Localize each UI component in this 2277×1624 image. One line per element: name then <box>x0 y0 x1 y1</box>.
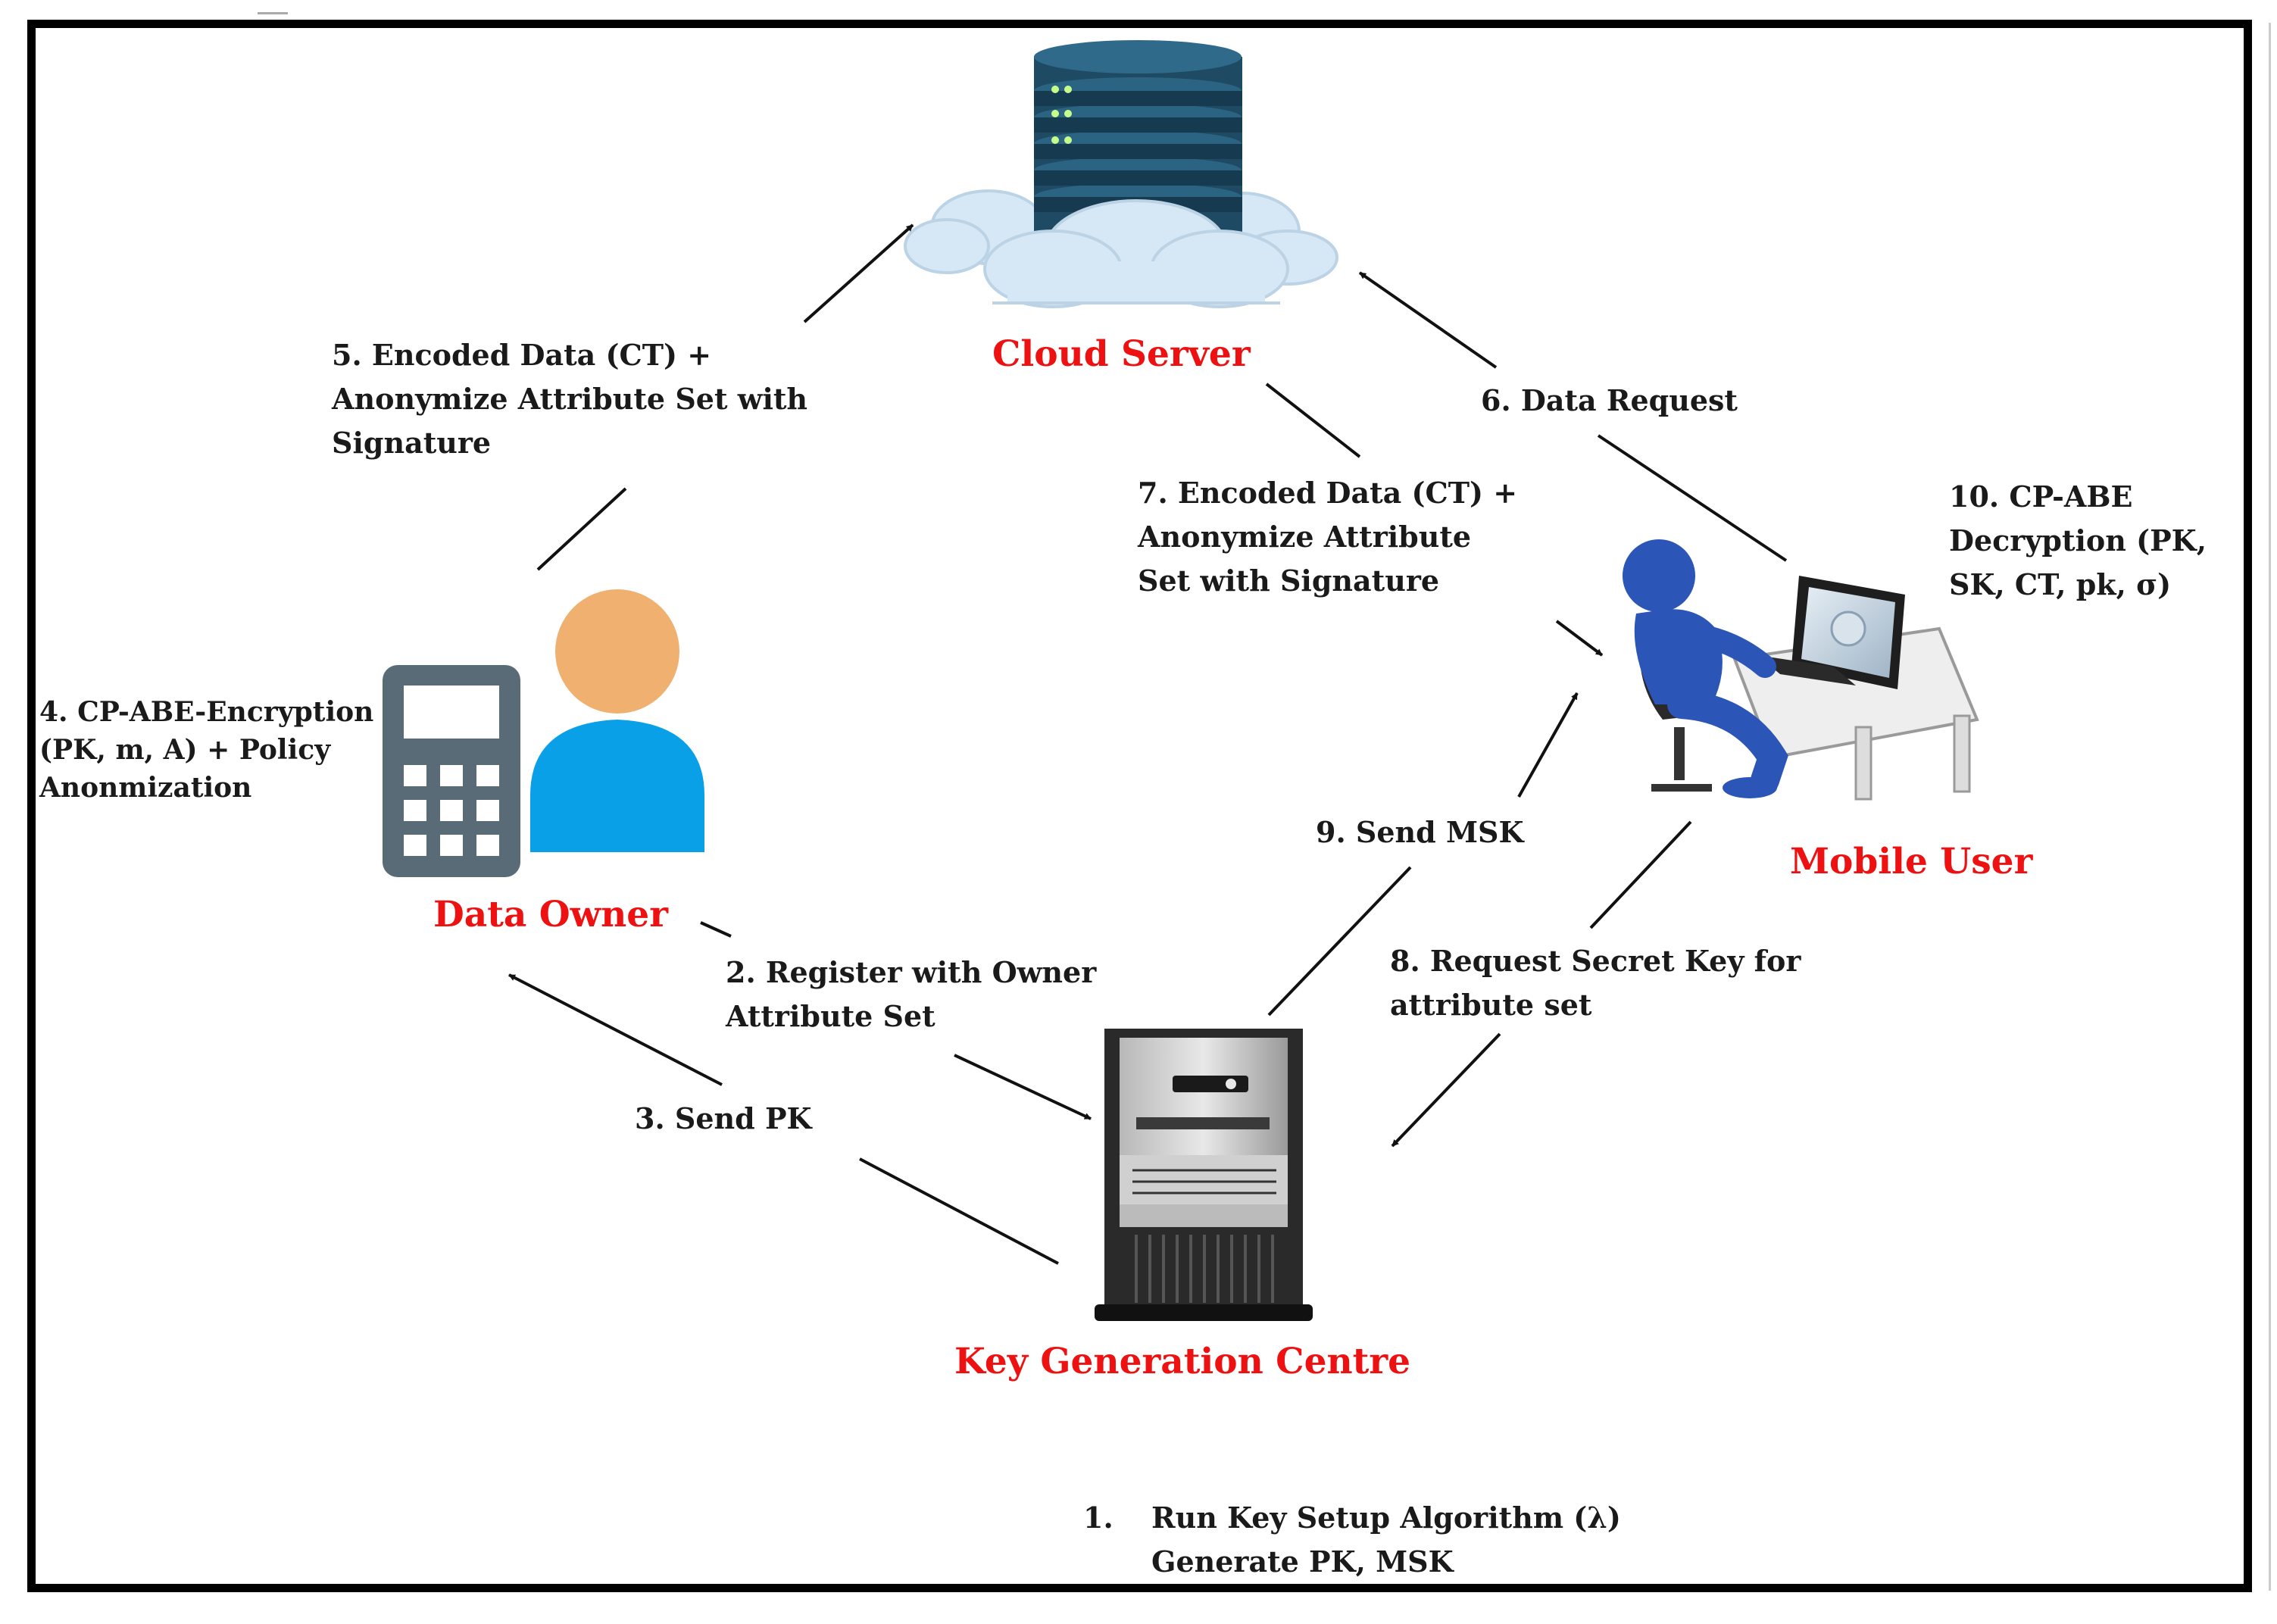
arrow-step8-head <box>1391 1032 1501 1148</box>
step3-label: 3. Send PK <box>635 1097 812 1141</box>
step1-line2: Generate PK, MSK <box>1151 1544 1454 1579</box>
step5-line1: 5. Encoded Data (CT) + <box>332 338 712 372</box>
arrow-step9-head <box>1517 692 1579 798</box>
arrow-step2-tail <box>700 921 732 938</box>
step9-line1: 9. Send MSK <box>1316 815 1524 849</box>
step1-number: 1. <box>1083 1501 1114 1535</box>
arrow-step7-tail <box>1265 383 1361 458</box>
top-edge-mark <box>258 12 288 14</box>
step3-line1: 3. Send PK <box>635 1101 812 1135</box>
arrow-step2-head <box>954 1054 1092 1120</box>
mobile-user-computer-icon <box>1623 539 1979 801</box>
step9-label: 9. Send MSK <box>1316 810 1523 854</box>
step1-label: 1. Run Key Setup Algorithm (λ) Generate P… <box>1083 1496 1621 1584</box>
step7-line2: Anonymize Attribute <box>1138 520 1472 554</box>
step5-line3: Signature <box>332 426 492 460</box>
step10-line3: SK, CT, pk, σ) <box>1949 567 2172 601</box>
arrow-step9-tail <box>1267 866 1412 1017</box>
key-generation-centre-label: Key Generation Centre <box>954 1341 1411 1382</box>
step7-line1: 7. Encoded Data (CT) + <box>1138 476 1518 510</box>
arrow-step6-head <box>1358 271 1498 369</box>
step10-label: 10. CP-ABE Decryption (PK, SK, CT, pk, σ… <box>1949 475 2207 607</box>
arrow-step5-tail <box>536 487 627 571</box>
step6-label: 6. Data Request <box>1481 379 1738 423</box>
diagram-frame <box>27 20 2252 1592</box>
database-cloud-icon <box>904 40 1338 308</box>
arrow-step5-head <box>803 223 914 323</box>
server-tower-icon <box>1095 1029 1313 1321</box>
right-edge-shadow <box>2269 23 2271 1591</box>
step8-label: 8. Request Secret Key for attribute set <box>1390 939 1801 1027</box>
mobile-user-label: Mobile User <box>1790 841 2033 882</box>
arrow-step6-tail <box>1597 434 1788 562</box>
step4-label: 4. CP-ABE-Encryption (PK, m, A) + Policy… <box>39 693 373 807</box>
step7-label: 7. Encoded Data (CT) + Anonymize Attribu… <box>1138 471 1517 603</box>
arrow-step7-head <box>1555 620 1604 657</box>
step8-line1: 8. Request Secret Key for <box>1390 944 1801 978</box>
step4-line2: (PK, m, A) + Policy <box>39 734 331 766</box>
arrow-step8-tail <box>1589 820 1692 929</box>
step5-label: 5. Encoded Data (CT) + Anonymize Attribu… <box>332 333 807 465</box>
step6-line1: 6. Data Request <box>1481 383 1738 417</box>
step2-label: 2. Register with Owner Attribute Set <box>726 951 1096 1038</box>
owner-phone-person-icon <box>383 589 704 877</box>
step5-line2: Anonymize Attribute Set with <box>332 382 808 416</box>
flow-arrows <box>508 223 1788 1265</box>
step4-line1: 4. CP-ABE-Encryption <box>39 696 374 728</box>
cloud-server-label: Cloud Server <box>992 333 1251 375</box>
step1-line1: Run Key Setup Algorithm (λ) <box>1151 1501 1621 1535</box>
step10-line1: 10. CP-ABE <box>1949 479 2133 514</box>
data-owner-label: Data Owner <box>433 894 668 935</box>
step7-line3: Set with Signature <box>1138 564 1440 598</box>
step2-line1: 2. Register with Owner <box>726 955 1097 989</box>
arrow-step3-tail <box>859 1157 1059 1265</box>
step4-line3: Anonmization <box>39 772 252 804</box>
step2-line2: Attribute Set <box>726 999 935 1033</box>
arrow-step3-head <box>508 973 723 1086</box>
step10-line2: Decryption (PK, <box>1949 523 2207 557</box>
step8-line2: attribute set <box>1390 988 1592 1022</box>
